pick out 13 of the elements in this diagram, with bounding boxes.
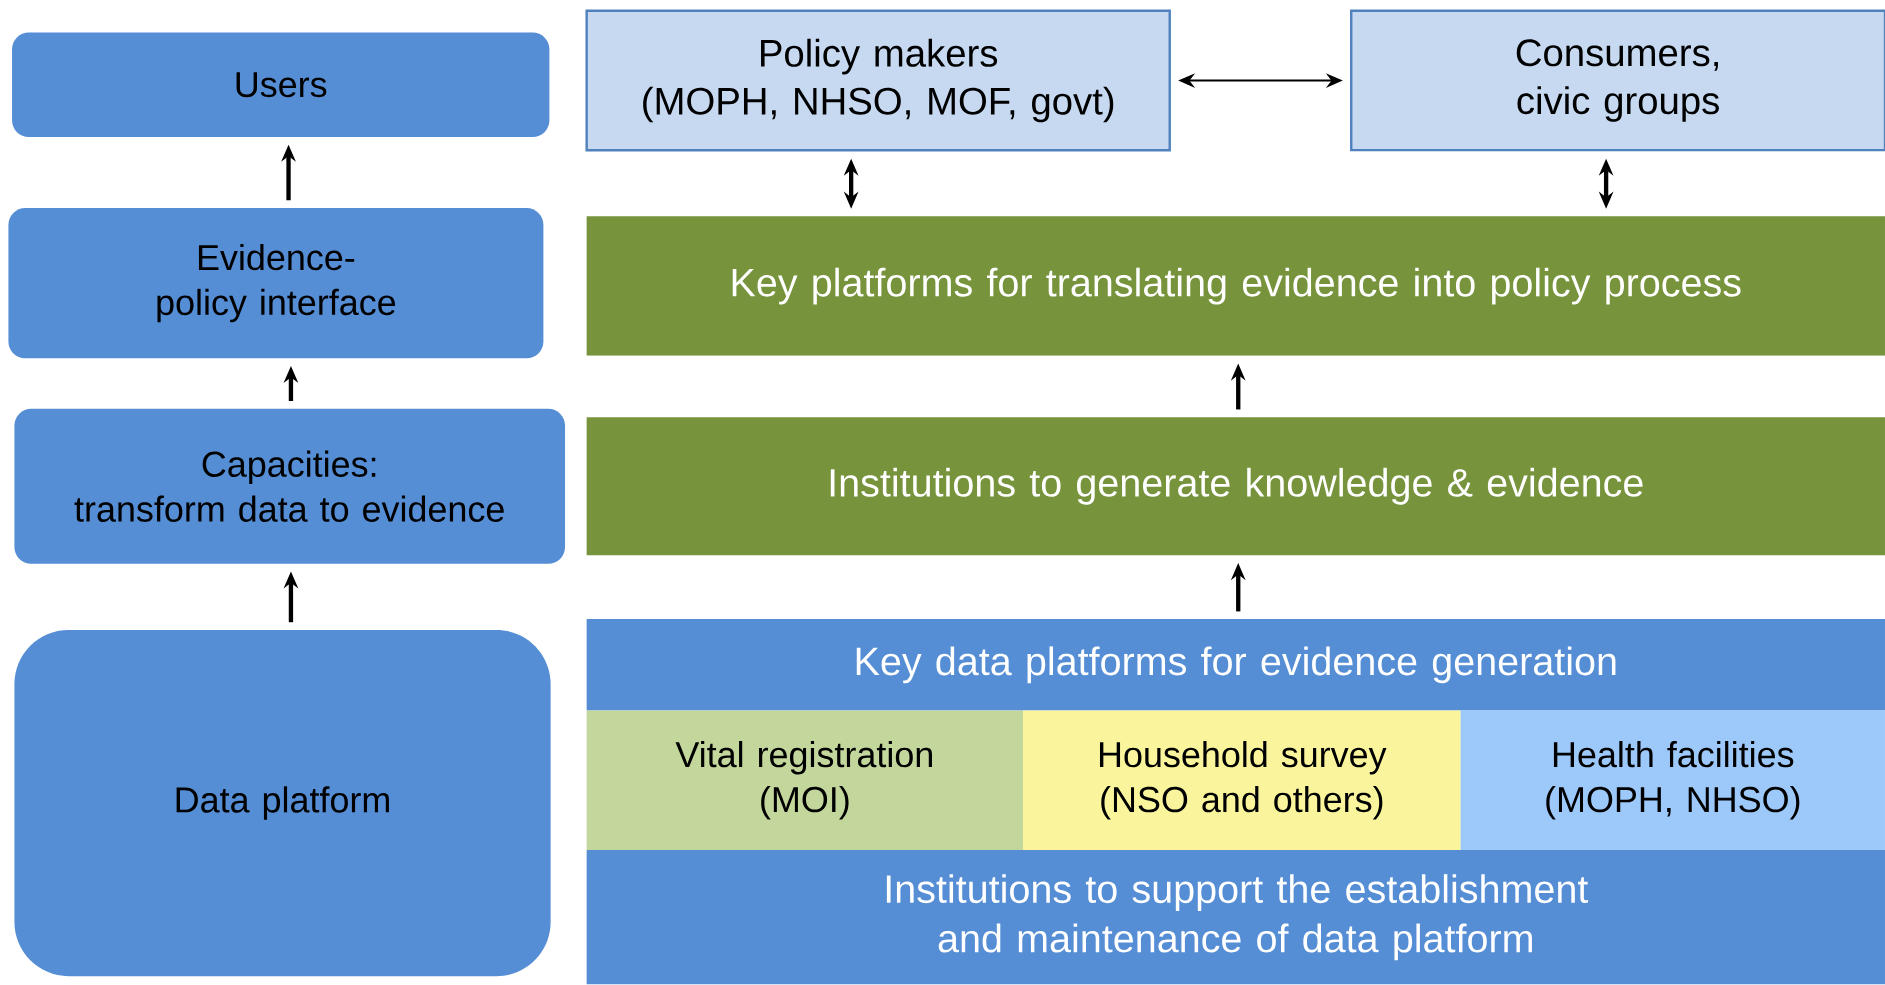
platform-band: Institutions to support the establishment and maintenance of data platform xyxy=(586,850,1885,985)
platform-band: Key platforms for translating evidence into policy process xyxy=(586,216,1885,357)
stage-box: Evidence-policy interface xyxy=(8,208,544,359)
platform-band: Institutions to generate knowledge & evidence xyxy=(586,417,1885,556)
data-source-cell: Health facilities (MOPH, NHSO) xyxy=(1460,710,1885,851)
stage-box: Capacities: transform data to evidence xyxy=(14,408,566,564)
data-source-cell: Household survey (NSO and others) xyxy=(1023,710,1461,851)
stakeholder-box: Policy makers (MOPH, NHSO, MOF, govt) xyxy=(585,9,1171,152)
stage-box: Users xyxy=(12,32,550,138)
data-source-cell: Vital registration (MOI) xyxy=(586,710,1024,851)
stakeholder-box: Consumers, civic groups xyxy=(1350,9,1885,152)
stage-box: Data platform xyxy=(14,630,551,977)
platform-band: Key data platforms for evidence generation xyxy=(586,619,1885,711)
